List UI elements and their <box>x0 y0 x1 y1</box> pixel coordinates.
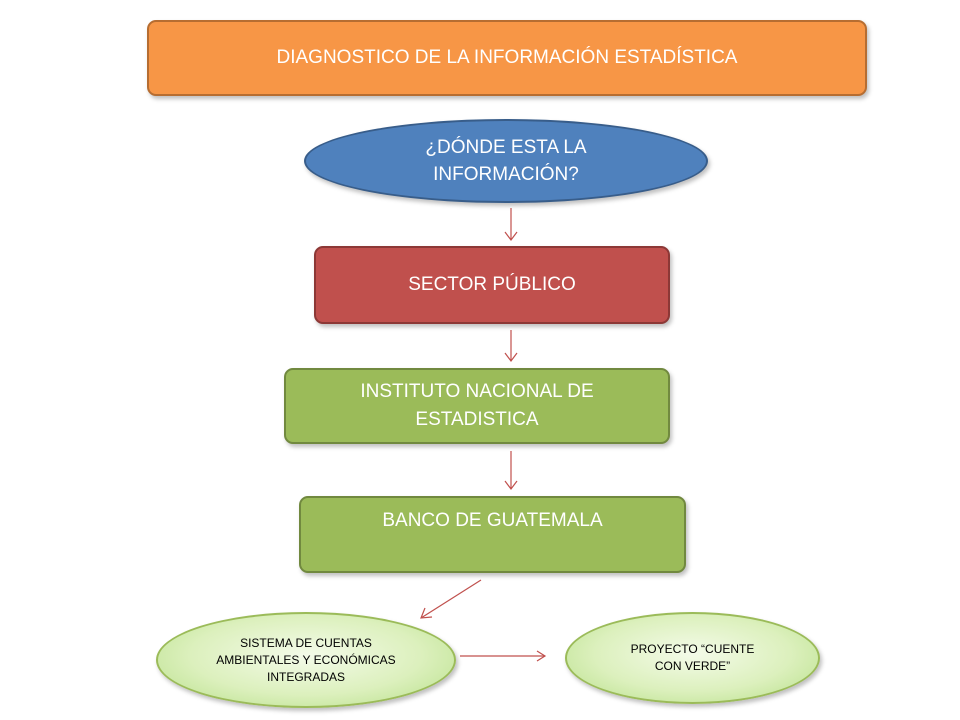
ine-box: INSTITUTO NACIONAL DE ESTADISTICA <box>284 368 670 444</box>
arrow-question-to-public-sector <box>504 208 518 241</box>
scaei-text: SISTEMA DE CUENTAS AMBIENTALES Y ECONÓMI… <box>216 635 396 684</box>
proyecto-text: PROYECTO “CUENTE CON VERDE” <box>630 642 755 673</box>
public-sector-text: SECTOR PÚBLICO <box>408 274 576 295</box>
proyecto-ellipse: PROYECTO “CUENTE CON VERDE” <box>565 612 820 704</box>
scaei-ellipse: SISTEMA DE CUENTAS AMBIENTALES Y ECONÓMI… <box>156 612 456 708</box>
question-text: ¿DÓNDE ESTA LA INFORMACIÓN? <box>425 137 587 185</box>
diagnostic-title-box: DIAGNOSTICO DE LA INFORMACIÓN ESTADÍSTIC… <box>147 20 867 96</box>
arrow-ine-to-banguat <box>504 451 518 490</box>
ine-text: INSTITUTO NACIONAL DE ESTADISTICA <box>360 381 594 430</box>
question-ellipse: ¿DÓNDE ESTA LA INFORMACIÓN? <box>304 119 708 203</box>
banguat-box: BANCO DE GUATEMALA <box>299 496 686 573</box>
arrow-public-sector-to-ine <box>504 330 518 362</box>
diagnostic-title-text: DIAGNOSTICO DE LA INFORMACIÓN ESTADÍSTIC… <box>276 47 738 68</box>
arrow-scaei-to-proyecto <box>460 650 547 662</box>
public-sector-box: SECTOR PÚBLICO <box>314 246 670 324</box>
arrow-banguat-to-scaei <box>420 579 482 619</box>
banguat-text: BANCO DE GUATEMALA <box>382 510 603 531</box>
